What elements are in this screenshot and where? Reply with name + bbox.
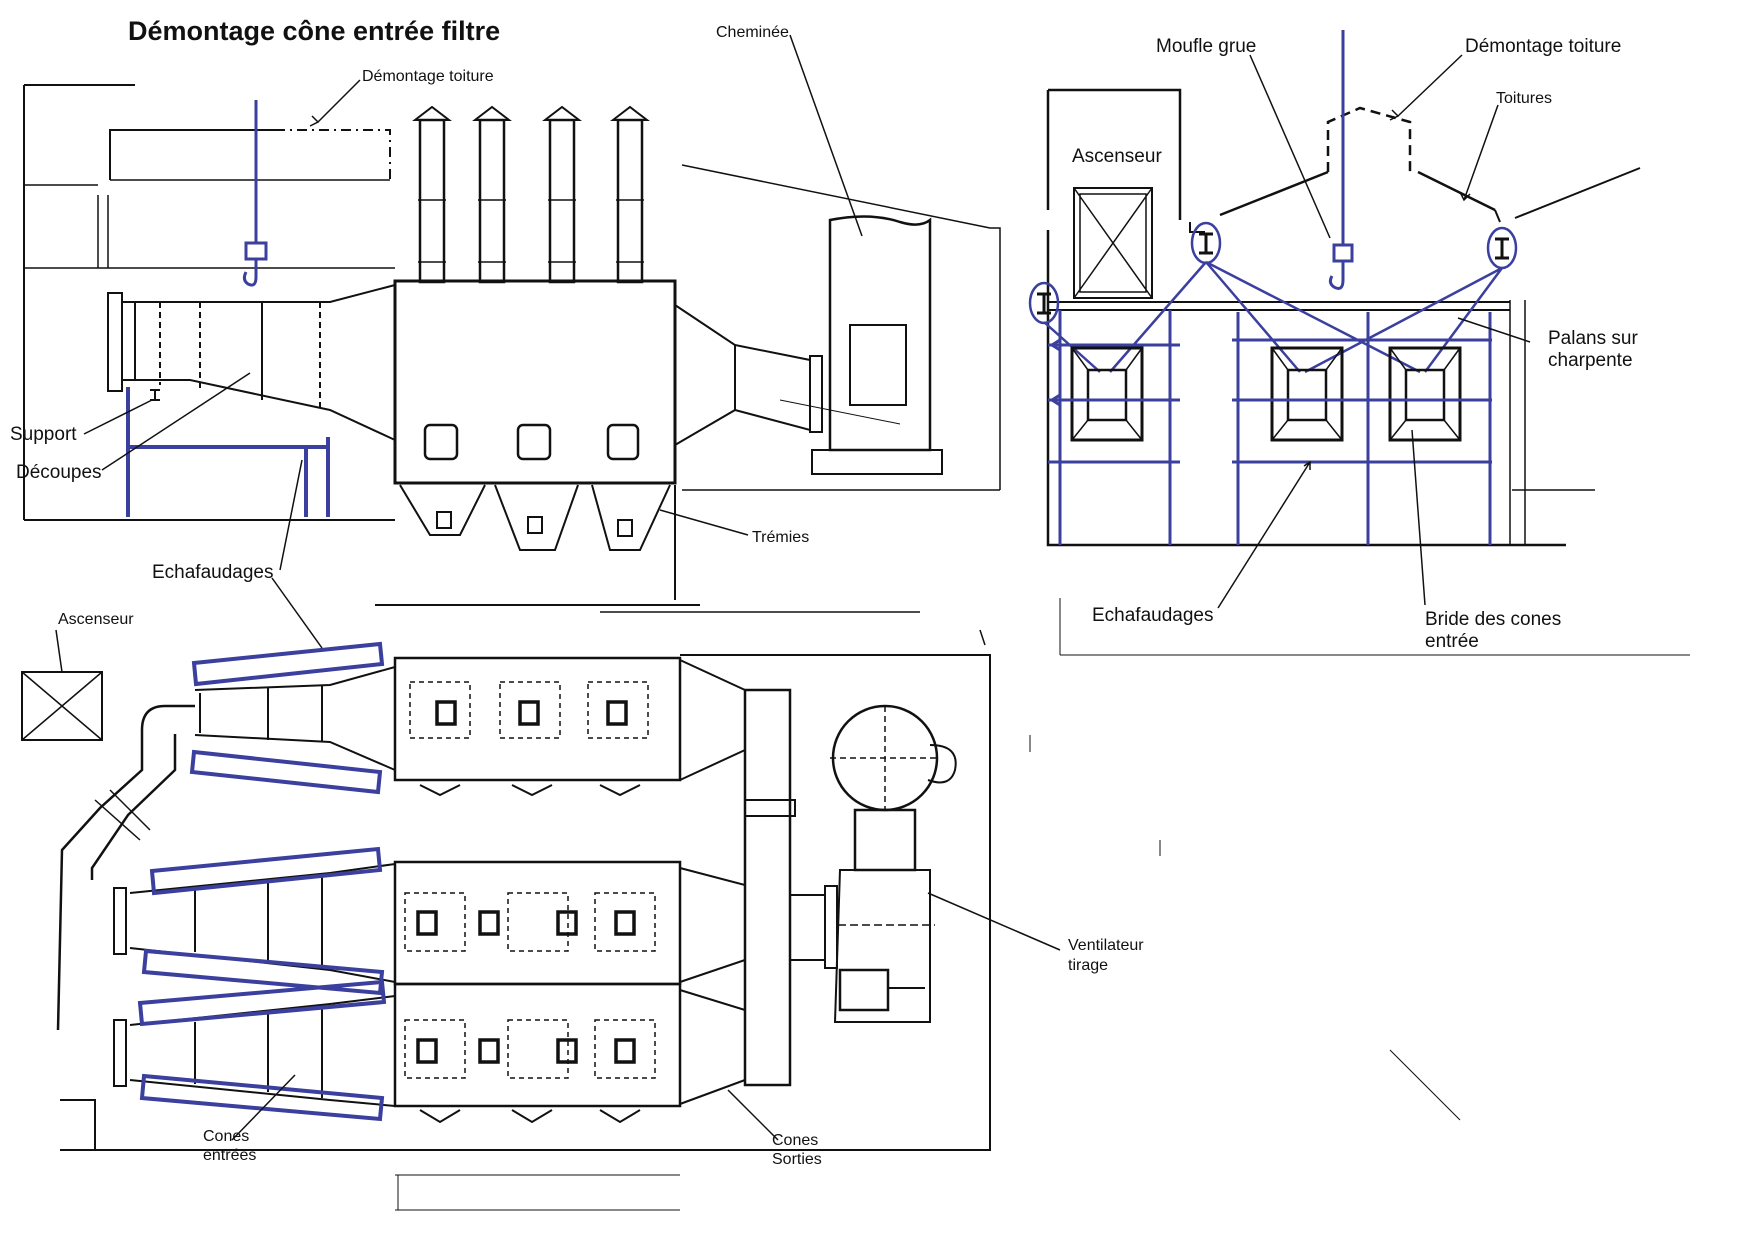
plan-view: Ascenseur [21, 577, 1144, 1211]
label-echafaudages-right: Echafaudages [1092, 605, 1214, 626]
access-door-2 [516, 423, 552, 461]
chimney-base [811, 449, 943, 475]
label-echafaudages-left: Echafaudages [152, 562, 274, 583]
hook-icon-section [1328, 261, 1345, 290]
label-demontage-toiture-right: Démontage toiture [1465, 36, 1621, 57]
scaffolding-elevation [126, 387, 330, 517]
roof-solid [109, 129, 275, 180]
label-ascenseur-plan: Ascenseur [58, 611, 134, 628]
support-icon [150, 389, 160, 401]
cone-flanges [1070, 346, 1462, 442]
label-cheminee: Cheminée [716, 24, 789, 41]
inlet-flange [107, 292, 123, 392]
outlet-and-chimney [674, 164, 1001, 491]
cone-bottom-edge [122, 379, 396, 441]
inlet-cone-elevation [107, 284, 396, 517]
roof-solid-section [1219, 170, 1496, 217]
hook-block [244, 241, 268, 261]
label-ventilateur-2: tirage [1068, 957, 1108, 974]
roof-removal-dashed [1326, 106, 1412, 172]
scaffolding-plan [137, 641, 387, 1122]
label-palans-2: charpente [1548, 350, 1633, 371]
label-palans-1: Palans sur [1548, 328, 1638, 349]
label-bride-2: entrée [1425, 631, 1479, 652]
chimney-body [828, 215, 932, 452]
fan-plan [830, 704, 957, 1023]
chimney-door [849, 324, 907, 406]
drawing-title: Démontage cône entrée filtre [128, 16, 500, 46]
lift-shaft [1048, 88, 1182, 220]
label-toitures: Toitures [1496, 90, 1552, 107]
hoppers-elevation [399, 484, 671, 551]
lift-plan: Ascenseur [21, 611, 134, 741]
collector-duct [743, 688, 792, 1087]
outlet-cone-elevation [674, 304, 736, 446]
access-door-1 [423, 423, 459, 461]
leader-lines-plan [231, 577, 1061, 1141]
cone-top-edge [122, 284, 396, 303]
sketch-marks [1029, 598, 1690, 1121]
label-cones-sorties-1: Cones [772, 1132, 818, 1149]
label-cones-entrees-2: entrées [203, 1147, 256, 1164]
label-cones-entrees-1: Cones [203, 1128, 249, 1145]
label-support: Support [10, 424, 77, 445]
label-moufle-grue: Moufle grue [1156, 36, 1256, 57]
building-outline [23, 84, 395, 521]
label-cones-sorties-2: Sorties [772, 1151, 822, 1168]
building-inner-lines [24, 184, 395, 269]
label-ascenseur-section: Ascenseur [1072, 146, 1162, 167]
filter-body-elevation [375, 105, 700, 606]
label-tremies: Trémies [752, 529, 809, 546]
elevation-view: Démontage toiture Cheminée Support Décou… [10, 24, 1001, 606]
stack-pipes [412, 105, 650, 284]
leader-lines-section [1217, 54, 1531, 609]
access-door-3 [606, 423, 640, 461]
filter-unit-2 [113, 860, 682, 986]
crane-hook-elevation [242, 100, 268, 287]
filter-casing [393, 279, 677, 485]
fan-motor [838, 968, 890, 1012]
hook-block-section [1332, 243, 1354, 263]
label-bride-1: Bride des cones [1425, 609, 1561, 630]
inlet-duct-plan [56, 704, 195, 1031]
filter-unit-1 [194, 656, 682, 797]
label-demontage-toiture: Démontage toiture [362, 68, 494, 85]
cross-section-view: Moufle grue Démontage toiture Toitures A… [1028, 30, 1641, 652]
label-decoupes: Découpes [16, 462, 102, 483]
lift-door [1073, 187, 1153, 299]
roof-dashed [275, 129, 391, 180]
outlet-collector [679, 659, 838, 1105]
scaffolding-section [1048, 310, 1492, 545]
label-ventilateur-1: Ventilateur [1068, 937, 1144, 954]
leader-lines-elevation [83, 34, 863, 571]
hook-icon [242, 259, 258, 287]
base-lines [375, 485, 700, 606]
plan-boundary [60, 654, 991, 1151]
